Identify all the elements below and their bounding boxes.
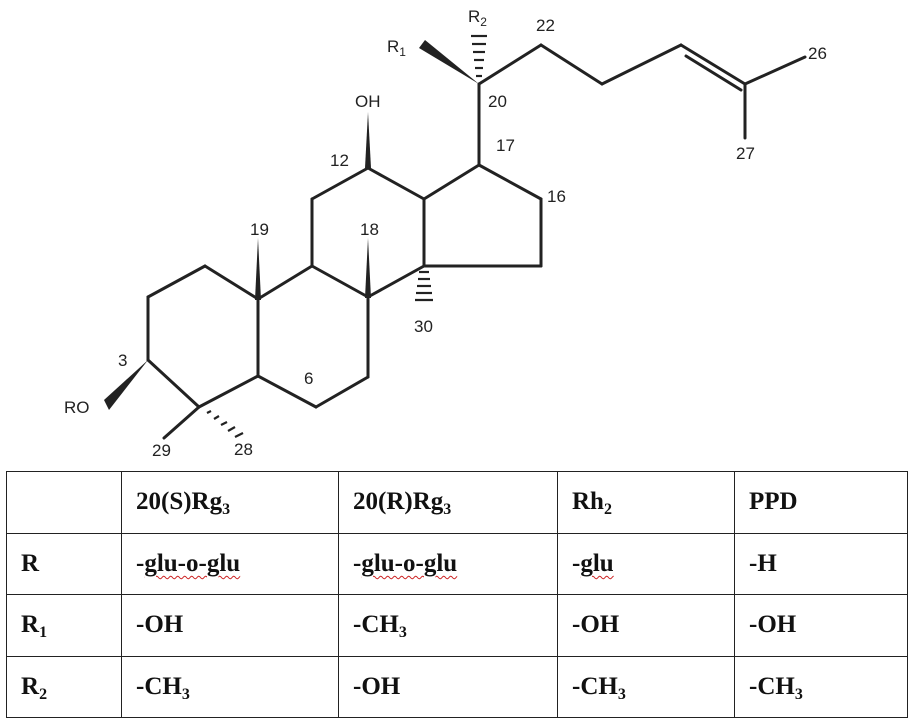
header-cell: Rh2 <box>557 471 735 534</box>
ro-label: RO <box>64 398 90 417</box>
carbon-number: 18 <box>360 220 379 239</box>
header-blank-cell <box>6 471 122 534</box>
ring-a <box>146 264 260 409</box>
table-cell: -glu-o-glu <box>338 532 558 595</box>
table-cell: -OH <box>121 594 339 657</box>
c18-wedge <box>365 238 371 298</box>
carbon-number: 27 <box>736 144 755 163</box>
ring-d <box>422 163 543 268</box>
header-cell: 20(R)Rg3 <box>338 471 558 534</box>
side-chain <box>477 43 807 167</box>
table-row: R2 -CH3 -OH -CH3 -CH3 <box>6 655 908 718</box>
ring-c <box>310 166 426 299</box>
derivatives-table: 20(S)Rg3 20(R)Rg3 Rh2 PPD R -glu-o-glu -… <box>6 471 908 718</box>
table-cell: -CH3 <box>734 655 908 718</box>
substituents <box>104 34 487 440</box>
table-cell: -OH <box>338 655 558 718</box>
table-cell: -OH <box>734 594 908 657</box>
table-cell: -OH <box>557 594 735 657</box>
carbon-number: 19 <box>250 220 269 239</box>
carbon-number: 30 <box>414 317 433 336</box>
carbon-number: 6 <box>304 369 313 388</box>
oh-label: OH <box>355 92 381 111</box>
row-label-cell: R1 <box>6 594 122 657</box>
table-row: R -glu-o-glu -glu-o-glu -glu -H <box>6 532 908 595</box>
table-cell: -CH3 <box>121 655 339 718</box>
table-cell: -glu-o-glu <box>121 532 339 595</box>
carbon-number: 20 <box>488 92 507 111</box>
table-cell: -H <box>734 532 908 595</box>
table-header-row: 20(S)Rg3 20(R)Rg3 Rh2 PPD <box>6 471 908 534</box>
table-row: R1 -OH -CH3 -OH -OH <box>6 594 908 657</box>
c12-oh-wedge <box>365 112 371 168</box>
r2-label: R2 <box>468 7 487 29</box>
carbon-number: 3 <box>118 351 127 370</box>
carbon-number: 12 <box>330 151 349 170</box>
table-cell: -glu <box>557 532 735 595</box>
carbon-number: 17 <box>496 136 515 155</box>
header-cell: PPD <box>734 471 908 534</box>
header-cell: 20(S)Rg3 <box>121 471 339 534</box>
carbon-number: 29 <box>152 441 171 460</box>
table-cell: -CH3 <box>338 594 558 657</box>
carbon-number: 16 <box>547 187 566 206</box>
ro-wedge <box>104 360 148 410</box>
carbon-number: 26 <box>808 44 827 63</box>
carbon-number: 22 <box>536 16 555 35</box>
row-label-cell: R2 <box>6 655 122 718</box>
ginsenoside-structure-diagram: OH RO R1 R2 3 6 12 16 17 18 19 20 22 26 … <box>64 7 827 460</box>
c19-wedge <box>255 238 261 300</box>
r1-wedge <box>419 40 479 84</box>
ring-b <box>256 264 370 409</box>
r1-label: R1 <box>387 37 406 59</box>
carbon-number: 28 <box>234 440 253 459</box>
row-label-cell: R <box>6 532 122 595</box>
table-cell: -CH3 <box>557 655 735 718</box>
